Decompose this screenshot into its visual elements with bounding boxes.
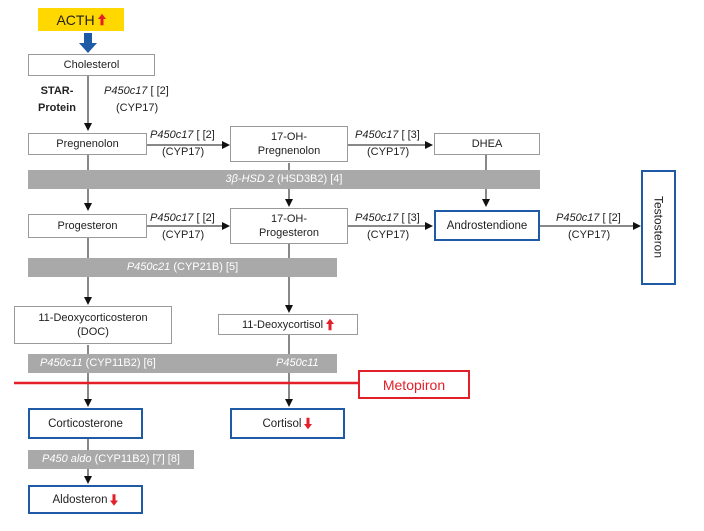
enzyme-bar-3b-hsd2: 3β-HSD 2 (HSD3B2) [4] [28,170,540,189]
acth-arrow [79,33,97,53]
node-17oh-progesteron: 17-OH- Progesteron [230,208,348,244]
node-11-deoxycorticosteron: 11-Deoxycorticosteron (DOC) [14,306,172,344]
red-up-arrow-icon [97,13,106,26]
inhibitor-metopiron: Metopiron [358,370,470,399]
enzyme-star-protein: STAR- Protein [38,85,76,114]
enzyme-bar-p450c11: P450c11 (CYP11B2) [6] P450c11 [28,354,337,373]
node-aldosteron: Aldosteron [28,485,143,514]
node-cortisol: Cortisol [230,408,345,439]
node-pregnenolon: Pregnenolon [28,133,147,155]
node-17oh-pregnenolon: 17-OH- Pregnenolon [230,126,348,162]
enzyme-p450c17-cholesterol: P450c17 [ [2] (CYP17) [104,85,169,114]
enzyme-bar-p450-aldo: P450 aldo (CYP11B2) [7] [8] [28,450,194,469]
node-corticosterone: Corticosterone [28,408,143,439]
node-cholesterol: Cholesterol [28,54,155,76]
node-11-deoxycortisol: 11-Deoxycortisol [218,314,358,335]
red-down-arrow-icon [304,417,313,430]
enzyme-p450c17-17oh-pregnenolon: P450c17 [ [3] (CYP17) [355,129,420,158]
node-testosteron: Testosteron [641,170,676,285]
enzyme-p450c17-androstendione: P450c17 [ [2] (CYP17) [556,212,621,241]
acth-label: ACTH [38,8,124,31]
node-androstendione: Androstendione [434,210,540,241]
red-down-arrow-icon [110,493,119,506]
node-progesteron: Progesteron [28,214,147,238]
enzyme-bar-p450c21: P450c21 (CYP21B) [5] [28,258,337,277]
red-up-arrow-icon [326,318,335,331]
enzyme-p450c17-pregnenolon: P450c17 [ [2] (CYP17) [150,129,215,158]
enzyme-p450c17-progesteron: P450c17 [ [2] (CYP17) [150,212,215,241]
enzyme-p450c17-17oh-progesteron: P450c17 [ [3] (CYP17) [355,212,420,241]
node-dhea: DHEA [434,133,540,155]
